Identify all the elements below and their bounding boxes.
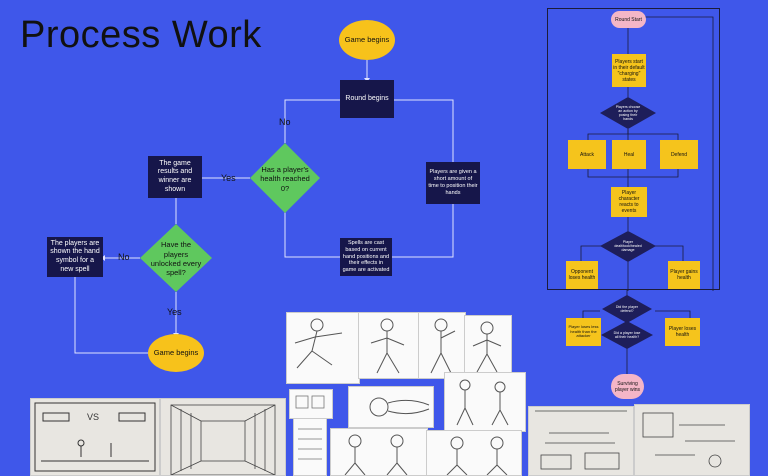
ninja-sketch-4: [464, 315, 512, 377]
room-sketch-photo: [160, 398, 286, 476]
defend-question-text: Did the player defend?: [614, 301, 640, 317]
ninja-sketch-7: [426, 430, 522, 476]
fireball-sketch: [348, 386, 434, 428]
ninja-sketch-1: [286, 312, 360, 384]
surviving-node: Surviving player wins: [611, 374, 644, 399]
vs-text: VS: [87, 412, 99, 422]
ninja-sketch-3: [418, 312, 466, 379]
storyboard-photo: VS: [30, 398, 160, 476]
player-loses-node: Player loses health: [665, 318, 700, 346]
ninja-sketch-5: [444, 372, 526, 432]
ninja-sketch-6: [330, 428, 428, 476]
notebook-photo-1: [528, 406, 634, 476]
loss-question-text: Did a player lose all their health?: [612, 327, 642, 343]
small-sketch-a: [289, 389, 333, 419]
ninja-sketch-2: [358, 312, 420, 379]
notebook-photo-2: [634, 404, 750, 476]
loses-by-attack-node: Player loses less health than the attack…: [566, 318, 601, 346]
small-sketch-b: [293, 418, 327, 476]
